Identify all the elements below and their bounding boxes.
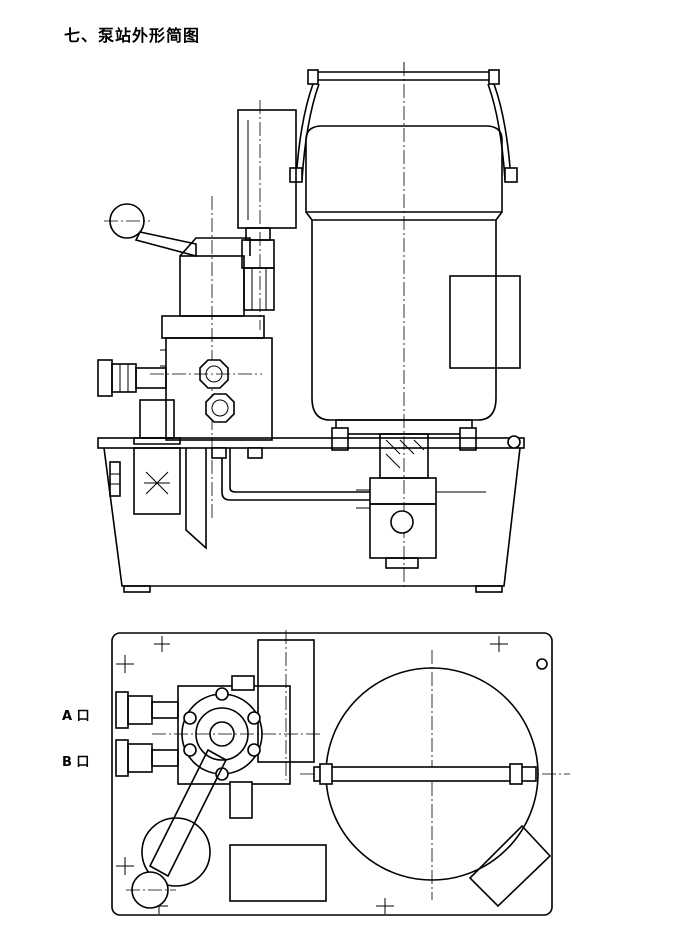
port-a-label: A 口: [62, 709, 90, 724]
valve-block: [150, 315, 273, 441]
port-a-fitting: [115, 691, 179, 729]
pump-assembly: [356, 433, 486, 569]
electric-motor: [305, 62, 521, 590]
manual-lever: [104, 196, 251, 520]
side-port-fitting: [97, 359, 167, 397]
front-view: [97, 62, 525, 593]
oil-tank: [97, 435, 525, 593]
section-heading: 七、泵站外形简图: [64, 26, 201, 45]
plan-view: [111, 630, 570, 916]
port-b-fitting: [115, 739, 179, 777]
pressure-gauge: [237, 100, 297, 330]
port-b-label: B 口: [62, 755, 90, 770]
